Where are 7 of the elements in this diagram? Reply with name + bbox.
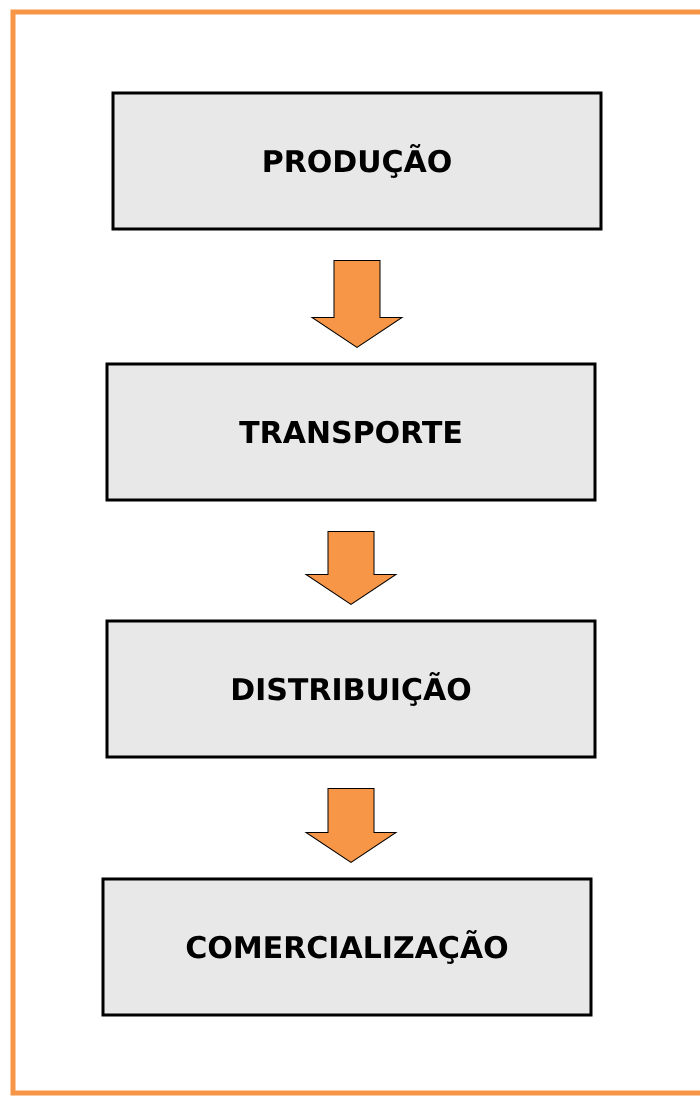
process-box: PRODUÇÃO (111, 91, 603, 231)
block-arrow (305, 788, 397, 863)
block-arrow (305, 531, 397, 605)
process-box: TRANSPORTE (105, 362, 597, 502)
block-arrow (311, 260, 403, 348)
process-box: COMERCIALIZAÇÃO (101, 877, 593, 1017)
process-box: DISTRIBUIÇÃO (105, 619, 597, 759)
